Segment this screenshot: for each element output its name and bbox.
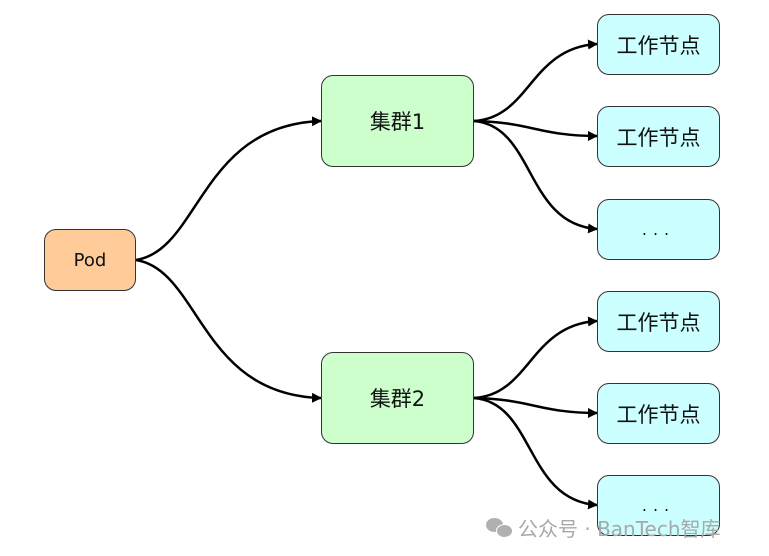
edge-pod-cluster1	[135, 116, 322, 262]
watermark-text: 公众号 · BanTech智库	[518, 517, 721, 541]
edge-cluster2-worker3	[473, 316, 598, 400]
worker-label: 工作节点	[616, 33, 701, 58]
worker-ellipsis-node: ...	[597, 199, 720, 260]
worker-node: 工作节点	[597, 291, 720, 352]
worker-node: 工作节点	[597, 106, 720, 167]
worker-node: 工作节点	[597, 383, 720, 444]
worker-label: 工作节点	[616, 310, 701, 335]
edge-pod-cluster2	[135, 258, 322, 403]
pod-node: Pod	[44, 229, 136, 291]
wechat-icon	[486, 517, 513, 538]
edge-cluster1-ellipsis	[473, 119, 598, 234]
edge-cluster2-worker4	[473, 396, 598, 418]
cluster2-node: 集群2	[321, 352, 474, 444]
worker-node: 工作节点	[597, 14, 720, 75]
worker-ellipsis-node: ...	[597, 475, 720, 536]
cluster1-label: 集群1	[369, 110, 426, 134]
worker-label: 工作节点	[616, 402, 701, 427]
pod-label: Pod	[73, 249, 107, 271]
edge-cluster2-ellipsis	[473, 396, 598, 510]
cluster2-label: 集群2	[369, 387, 426, 411]
worker-label: 工作节点	[616, 125, 701, 150]
ellipsis-label: ...	[641, 220, 676, 239]
edge-cluster1-worker2	[473, 119, 598, 141]
watermark: 公众号 · BanTech智库	[486, 513, 721, 542]
ellipsis-label: ...	[641, 496, 676, 515]
cluster1-node: 集群1	[321, 75, 474, 167]
edge-cluster1-worker1	[473, 39, 598, 123]
